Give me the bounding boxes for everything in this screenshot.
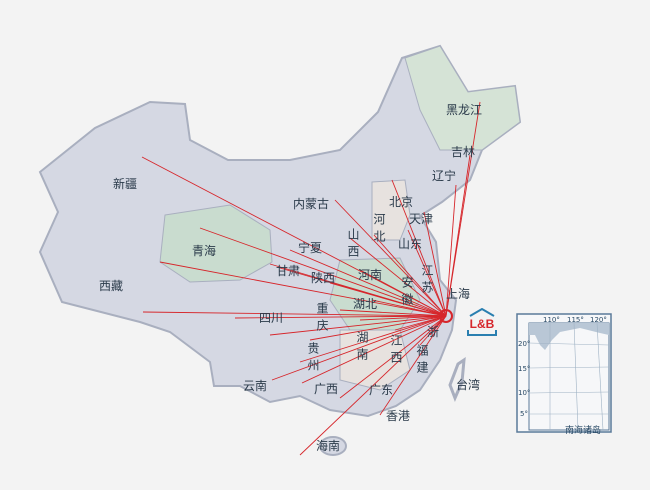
- route-line: [142, 311, 447, 317]
- route-line: [301, 315, 447, 384]
- province-label-tianjin: 天津: [409, 212, 434, 226]
- route-line: [199, 227, 447, 317]
- province-label-hunan: 湖南: [355, 331, 369, 365]
- inset-lat-tick: 10°: [518, 389, 531, 397]
- inset-lon-tick: 120°: [590, 316, 607, 324]
- province-label-anhui: 安徽: [400, 276, 414, 310]
- province-label-xizang: 西藏: [99, 279, 124, 293]
- province-label-guangxi: 广西: [314, 382, 339, 396]
- province-label-beijing: 北京: [389, 195, 414, 209]
- route-line: [234, 315, 447, 319]
- route-line: [391, 179, 447, 317]
- inset-lat-tick: 5°: [520, 410, 528, 418]
- route-line: [445, 154, 471, 317]
- route-line: [289, 249, 447, 317]
- region-northeast: [404, 45, 521, 151]
- province-label-shanghai: 上海: [446, 287, 471, 301]
- region-north: [371, 179, 411, 241]
- route-line: [359, 269, 447, 317]
- route-line: [141, 156, 447, 317]
- route-line: [299, 315, 447, 363]
- route-line: [407, 229, 447, 317]
- route-line: [309, 315, 447, 341]
- province-label-jiangsu: 江苏: [420, 264, 434, 298]
- route-line: [349, 237, 447, 317]
- province-label-hubei: 湖北: [353, 297, 378, 311]
- province-label-henan: 河南: [358, 268, 383, 282]
- province-label-jilin: 吉林: [451, 145, 476, 159]
- route-lines: [141, 101, 481, 456]
- route-line: [329, 282, 447, 317]
- logo-text: L&B: [469, 317, 495, 331]
- province-label-hainan: 海南: [316, 439, 341, 453]
- province-label-gansu: 甘肃: [276, 264, 301, 278]
- province-label-zhejiang: 浙: [427, 325, 440, 339]
- province-label-shanxi: 山西: [346, 228, 360, 262]
- island-hainan: [319, 436, 347, 456]
- province-label-taiwan: 台湾: [456, 378, 481, 392]
- province-label-shaanxi: 陕西: [311, 271, 336, 285]
- route-line: [373, 234, 447, 317]
- inset-lon-tick: 115°: [567, 316, 584, 324]
- inset-lat-tick: 15°: [518, 365, 531, 373]
- inset-lon-tick: 110°: [543, 316, 560, 324]
- route-line: [269, 315, 447, 336]
- province-label-guizhou: 贵州: [306, 342, 320, 376]
- route-line: [334, 199, 447, 317]
- route-line: [445, 184, 457, 317]
- route-line: [394, 315, 447, 331]
- route-line: [299, 315, 447, 456]
- hub-marker: [439, 309, 453, 323]
- province-label-sichuan: 四川: [259, 311, 284, 325]
- province-label-fujian: 福建: [415, 344, 429, 378]
- route-line: [159, 261, 447, 317]
- route-line: [339, 315, 447, 399]
- route-line: [339, 309, 447, 317]
- route-line: [379, 315, 447, 416]
- province-label-qinghai: 青海: [192, 244, 217, 258]
- route-line: [423, 211, 447, 317]
- inset-title: 南海诸岛: [565, 426, 602, 436]
- province-label-liaoning: 辽宁: [432, 169, 457, 183]
- route-line: [371, 299, 447, 317]
- province-label-shandong: 山东: [398, 237, 423, 251]
- province-label-guangdong: 广东: [369, 383, 394, 397]
- lb-logo: L&B: [465, 308, 499, 338]
- island-taiwan: [448, 357, 466, 402]
- route-line: [359, 315, 447, 321]
- province-label-jiangxi: 江西: [389, 334, 403, 368]
- province-label-heilongjiang: 黑龙江: [446, 103, 483, 117]
- region-south: [339, 329, 411, 391]
- region-qinghai: [159, 204, 273, 283]
- route-line: [271, 315, 447, 381]
- inset-lat-tick: 20°: [518, 340, 531, 348]
- province-label-hongkong: 香港: [386, 409, 411, 423]
- province-label-ningxia: 宁夏: [298, 241, 323, 255]
- province-label-chongqing: 重庆: [315, 302, 329, 336]
- province-label-xinjiang: 新疆: [113, 177, 138, 191]
- province-label-hebei: 河北: [372, 213, 386, 247]
- province-label-neimenggu: 内蒙古: [293, 197, 330, 211]
- province-label-yunnan: 云南: [243, 379, 268, 393]
